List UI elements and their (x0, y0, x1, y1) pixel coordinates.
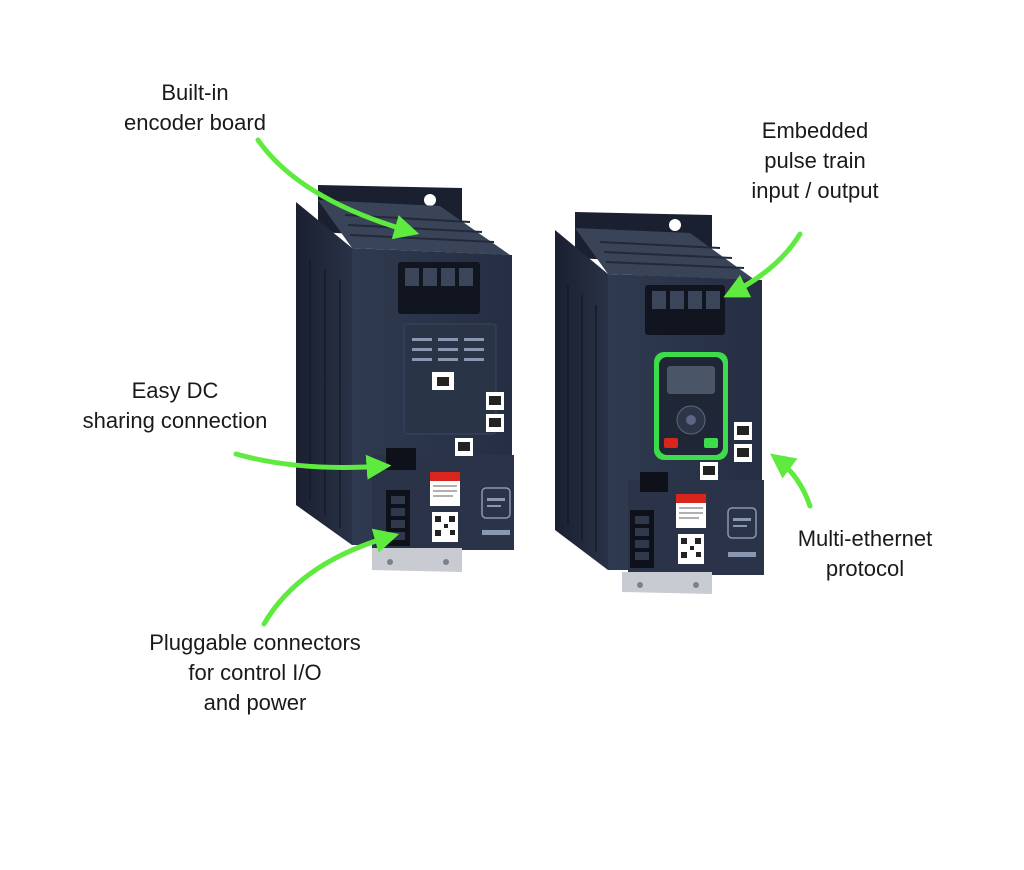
arrow-dc-sharing (233, 451, 392, 480)
callout-pluggable-connectors: Pluggable connectors for control I/O and… (130, 628, 380, 718)
callout-encoder-board: Built-in encoder board (95, 78, 295, 138)
schneider-logo (482, 530, 510, 535)
callout-line: and power (203, 690, 307, 715)
dc-bus-connector (386, 448, 416, 470)
callout-multi-ethernet: Multi-ethernet protocol (770, 524, 960, 584)
arrow-encoder (255, 137, 420, 240)
callout-line: Pluggable connectors (149, 630, 361, 655)
mounting-hole (669, 219, 681, 231)
keypad-stop-button (664, 438, 678, 448)
callout-line: Built-in (161, 80, 229, 105)
altivar-badge (727, 507, 757, 539)
schneider-logo (728, 552, 756, 557)
callout-line: protocol (825, 556, 905, 581)
callout-line: Multi-ethernet (797, 526, 933, 551)
callout-line: pulse train (764, 148, 866, 173)
arrow-ethernet (770, 453, 813, 509)
drive-left (296, 185, 514, 572)
callout-line: for control I/O (188, 660, 322, 685)
arrow-pluggable (261, 528, 400, 627)
callout-line: encoder board (124, 110, 266, 135)
callout-line: input / output (751, 178, 879, 203)
keypad-display (667, 366, 715, 394)
keypad-run-button (704, 438, 718, 448)
callout-dc-sharing: Easy DC sharing connection (60, 376, 290, 436)
graphic-keypad (654, 352, 728, 460)
callout-line: Embedded (761, 118, 869, 143)
callout-pulse-train: Embedded pulse train input / output (715, 116, 915, 206)
dc-bus-connector (640, 472, 668, 492)
callout-line: sharing connection (82, 408, 268, 433)
callout-line: Easy DC (131, 378, 219, 403)
drive-right (555, 212, 764, 594)
arrow-pulse-train (723, 231, 803, 298)
altivar-badge (481, 487, 511, 519)
mounting-hole (424, 194, 436, 206)
